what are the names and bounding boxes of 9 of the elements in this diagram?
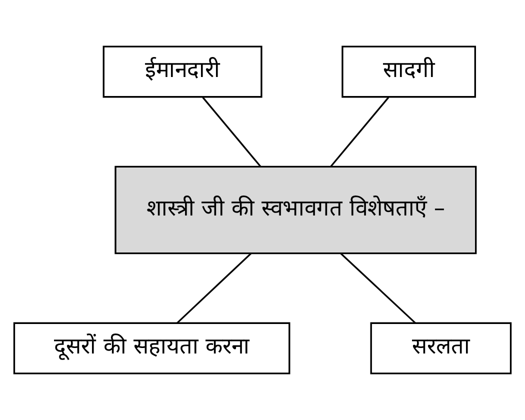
node-box: सादगी: [342, 46, 476, 98]
connector: [330, 96, 390, 168]
node-box: शास्त्री जी की स्वभावगत विशेषताएँ –: [114, 166, 477, 254]
node-box: सरलता: [370, 322, 512, 374]
node-box: दूसरों की सहायता करना: [13, 322, 290, 374]
connector: [202, 96, 262, 168]
connector: [176, 252, 252, 324]
connector: [340, 252, 416, 324]
node-box: ईमानदारी: [102, 46, 262, 98]
